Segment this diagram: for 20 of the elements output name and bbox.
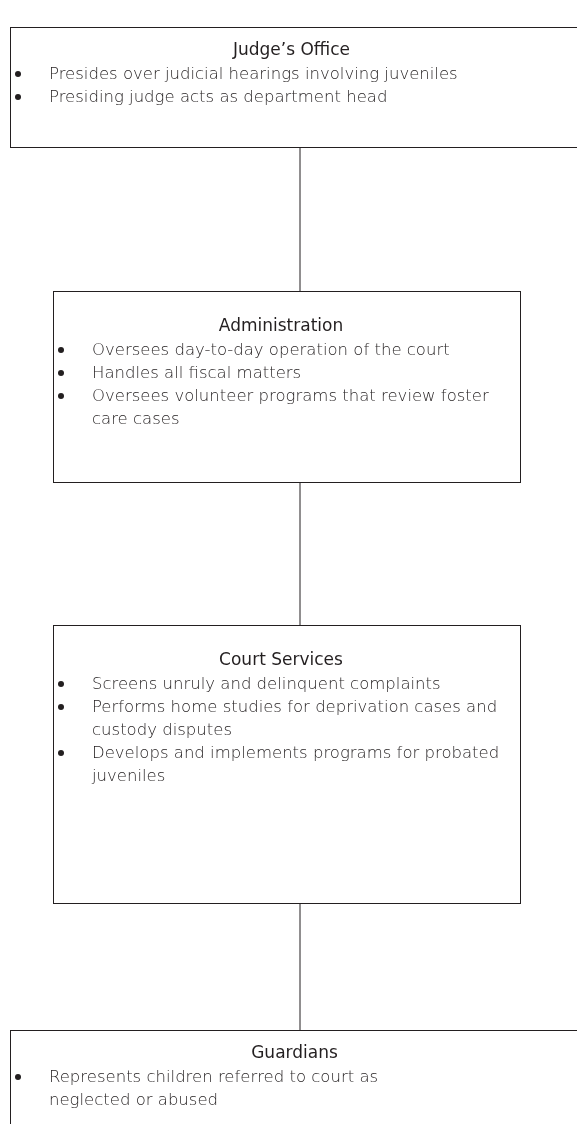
box-heading: Judge’s Office bbox=[231, 38, 352, 61]
bullet-item: Oversees volunteer programs that review foster care cases bbox=[92, 386, 489, 428]
bullet-item: Presides over judicial hearings involving juveniles bbox=[49, 64, 458, 83]
org-box bbox=[53, 625, 521, 904]
connector-line bbox=[299, 147, 301, 292]
org-box bbox=[10, 27, 577, 148]
org-box bbox=[10, 1030, 577, 1124]
bullet-item: Presiding judge acts as department head bbox=[49, 87, 388, 106]
connector-line bbox=[299, 482, 301, 626]
box-heading: Court Services bbox=[218, 648, 344, 671]
bullet-item: Oversees day-to-day operation of the court bbox=[92, 340, 450, 359]
bullet-item: Screens unruly and delinquent complaints bbox=[92, 674, 441, 693]
bullet-item: Handles all fiscal matters bbox=[92, 363, 302, 382]
bullet-item: Represents children referred to court as neglected or abused bbox=[49, 1067, 379, 1109]
org-box bbox=[53, 291, 521, 483]
box-heading: Administration bbox=[217, 314, 345, 337]
box-heading: Guardians bbox=[250, 1041, 339, 1064]
bullet-item: Develops and implements programs for probated juveniles bbox=[92, 743, 500, 785]
connector-line bbox=[299, 903, 301, 1031]
bullet-item: Performs home studies for deprivation cases and custody disputes bbox=[92, 697, 498, 739]
